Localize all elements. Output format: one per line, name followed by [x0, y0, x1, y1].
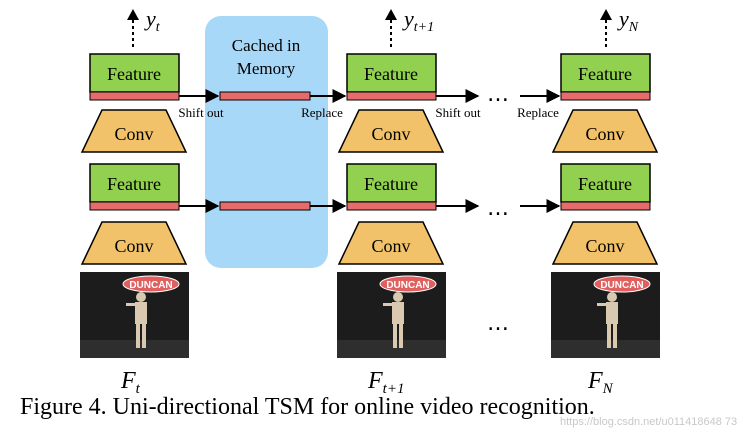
feature-label-n-bottom: Feature	[578, 174, 632, 194]
output-label-t: yt	[144, 6, 161, 35]
watermark: https://blog.csdn.net/u011418648 73	[560, 416, 738, 428]
column-n: yN Feature Conv Feature Conv DUNCAN FN	[551, 6, 660, 397]
replace-label-2: Replace	[517, 105, 559, 120]
conv-label-n-bottom: Conv	[585, 236, 624, 256]
frame-label-n: FN	[587, 368, 614, 397]
conv-label-t-top: Conv	[114, 124, 153, 144]
conv-block-n-top	[551, 109, 659, 153]
shift-bar-n-bottom	[560, 201, 651, 211]
column-t: yt Feature Conv Feature Conv DUNCAN Ft	[80, 6, 189, 397]
conv-block-t-bottom	[80, 221, 188, 265]
cached-shift-bar-top	[219, 91, 311, 101]
column-t-plus-1: yt+1 Feature Conv Feature Conv DUNCAN Ft…	[337, 6, 446, 397]
feature-label-t-plus-1-top: Feature	[364, 64, 418, 84]
conv-label-t-plus-1-bottom: Conv	[371, 236, 410, 256]
frame-label-t-plus-1: Ft+1	[367, 368, 404, 397]
cache-label-line1: Cached in	[232, 36, 301, 55]
shift-bar-t-plus-1-top	[346, 91, 437, 101]
banner-text-t: DUNCAN	[129, 280, 172, 291]
feature-box-n-bottom	[560, 163, 651, 203]
shift-bar-n-top	[560, 91, 651, 101]
output-label-t-plus-1: yt+1	[402, 6, 434, 35]
shift-out-label-2: Shift out	[435, 105, 481, 120]
feature-box-n-top	[560, 53, 651, 93]
frame-label-t: Ft	[120, 368, 141, 397]
video-frame-n: DUNCAN	[551, 272, 660, 358]
conv-block-t-plus-1-top	[337, 109, 445, 153]
output-arrowhead-t-plus-1	[385, 9, 397, 20]
cached-shift-bar-bottom	[219, 201, 311, 211]
cache-label-line2: Memory	[237, 59, 296, 78]
video-frame-t: DUNCAN	[80, 272, 189, 358]
conv-label-n-top: Conv	[585, 124, 624, 144]
feature-label-t-top: Feature	[107, 64, 161, 84]
conv-label-t-bottom: Conv	[114, 236, 153, 256]
shift-bar-t-plus-1-bottom	[346, 201, 437, 211]
feature-label-t-plus-1-bottom: Feature	[364, 174, 418, 194]
shift-bar-t-top	[89, 91, 180, 101]
feature-box-t-top	[89, 53, 180, 93]
figure-caption: Figure 4. Uni-directional TSM for online…	[20, 394, 595, 420]
conv-label-t-plus-1-top: Conv	[371, 124, 410, 144]
feature-box-t-plus-1-top	[346, 53, 437, 93]
ellipsis-frames: …	[487, 311, 509, 336]
conv-block-t-top	[80, 109, 188, 153]
conv-block-n-bottom	[551, 221, 659, 265]
replace-label-1: Replace	[301, 105, 343, 120]
person-figure-t-plus-1	[383, 292, 404, 348]
feature-label-t-bottom: Feature	[107, 174, 161, 194]
person-figure-n	[597, 292, 618, 348]
person-figure-t	[126, 292, 147, 348]
video-frame-t-plus-1: DUNCAN	[337, 272, 446, 358]
banner-text-t-plus-1: DUNCAN	[386, 280, 429, 291]
shift-bar-t-bottom	[89, 201, 180, 211]
banner-text-n: DUNCAN	[600, 280, 643, 291]
shift-out-label-1: Shift out	[178, 105, 224, 120]
output-arrowhead-n	[600, 9, 612, 20]
output-arrowhead-t	[127, 9, 139, 20]
ellipsis-bottom: …	[487, 196, 509, 221]
ellipsis-top: …	[487, 82, 509, 107]
feature-box-t-bottom	[89, 163, 180, 203]
conv-block-t-plus-1-bottom	[337, 221, 445, 265]
output-label-n: yN	[617, 6, 639, 35]
feature-label-n-top: Feature	[578, 64, 632, 84]
